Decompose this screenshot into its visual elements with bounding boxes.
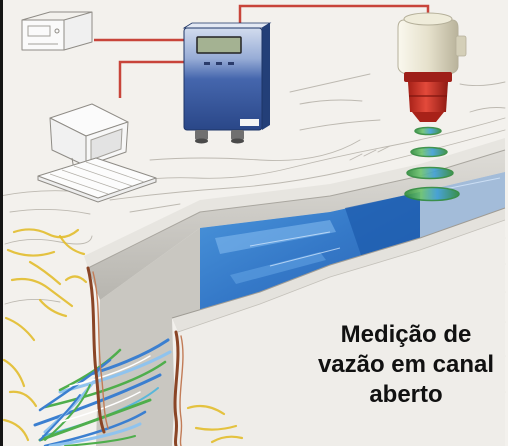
recorder-top-outline <box>21 11 92 21</box>
near-wall-top <box>172 208 505 332</box>
keyboard-keys <box>49 161 145 195</box>
sketch-line <box>459 81 506 87</box>
sketch-line <box>299 99 363 105</box>
water-highlight <box>215 220 336 254</box>
cable-gland-cap <box>231 138 244 144</box>
sensor-cable-entry <box>455 35 467 57</box>
scribble <box>10 277 74 308</box>
signal-cables <box>94 4 430 98</box>
scribble <box>194 424 238 431</box>
cable-gland <box>231 130 244 140</box>
scribble <box>4 316 36 342</box>
recorder-side <box>63 11 93 51</box>
flume-throat <box>345 192 420 258</box>
caption-line-3: aberto <box>369 381 442 408</box>
back-wall-cut-highlight <box>92 271 109 429</box>
near-wall-edge <box>171 207 506 319</box>
transmitter-button <box>216 62 222 65</box>
scribble <box>6 248 56 257</box>
scribble <box>186 404 226 416</box>
sketch-line <box>9 208 91 215</box>
sensor-body <box>408 82 448 112</box>
sketch-line <box>349 145 391 161</box>
transmitter-top <box>182 22 272 29</box>
near-wall-cut-highlight <box>179 335 184 446</box>
sensor-flange <box>404 72 452 82</box>
scribble <box>2 358 26 388</box>
wave-ring <box>414 126 442 136</box>
sketch-line <box>149 139 361 161</box>
wave-ring <box>406 166 454 180</box>
channel-cut-sections <box>86 266 184 446</box>
water-ripple <box>249 177 501 267</box>
sensor-housing <box>397 19 459 75</box>
back-ground-strip <box>84 138 505 268</box>
flow-stroke <box>38 358 112 412</box>
cable-sensor <box>238 4 430 23</box>
sketch-line <box>299 119 381 131</box>
sensor-tip <box>412 112 444 122</box>
monitor-screen <box>90 128 123 161</box>
scribble <box>28 260 62 286</box>
ultrasonic-sensor-icon <box>397 12 467 122</box>
cable-gland <box>195 130 208 140</box>
recorder-knob <box>54 28 60 34</box>
caption: Medição de vazão em canal aberto <box>318 321 494 408</box>
near-wall-lower-edge <box>177 219 506 333</box>
recorder-window <box>27 25 51 37</box>
sketch-line <box>4 299 61 305</box>
transmitter-display <box>196 36 242 54</box>
computer-icon <box>37 103 157 203</box>
wave-ring <box>410 146 448 158</box>
sketch-line <box>95 117 506 187</box>
transmitter-button <box>228 62 234 65</box>
keyboard <box>37 157 157 199</box>
flow-stroke <box>44 384 91 441</box>
flow-stroke <box>43 360 167 409</box>
sensor-cap <box>403 12 453 26</box>
flow-stroke <box>39 394 81 441</box>
recorder-front <box>21 19 65 51</box>
sketch-line <box>129 203 181 213</box>
scribble <box>8 390 38 408</box>
flow-stroke <box>58 350 172 394</box>
transmitter-label <box>240 119 259 126</box>
open-channel <box>84 138 506 446</box>
recorder-icon <box>21 11 93 51</box>
transmitter-icon <box>182 22 272 144</box>
scribble <box>58 234 86 256</box>
flow-foam <box>69 355 151 387</box>
scribble <box>38 298 68 318</box>
cable-computer <box>118 60 184 98</box>
wave-ring <box>404 186 460 202</box>
back-wall-face <box>88 150 505 300</box>
terrain-scribbles <box>2 228 244 444</box>
sketch-line <box>469 107 506 113</box>
caption-line-1: Medição de <box>341 321 472 348</box>
flow-stroke <box>48 422 142 446</box>
caption-line-2: vazão em canal <box>318 351 494 378</box>
sketch-line <box>4 235 93 245</box>
scribble <box>64 275 88 284</box>
flow-stroke <box>33 373 162 427</box>
ultrasonic-waves <box>404 126 460 202</box>
back-wall-cut <box>86 266 106 434</box>
cable-gland-cap <box>195 138 208 144</box>
near-ground <box>172 220 505 446</box>
transmitter-side <box>262 23 270 130</box>
sketch-line <box>289 73 371 93</box>
water-highlight <box>230 252 326 284</box>
transmitter-button <box>204 62 210 65</box>
scribble <box>2 418 30 442</box>
scribble <box>12 228 80 239</box>
flow-stroke <box>38 398 152 442</box>
flow-stroke <box>86 338 170 377</box>
flow-stroke <box>64 435 136 446</box>
near-wall-cut <box>173 330 180 446</box>
flow-stroke <box>43 410 147 446</box>
scribble <box>210 435 244 444</box>
left-border <box>0 0 3 446</box>
back-wall-edge <box>87 149 506 269</box>
